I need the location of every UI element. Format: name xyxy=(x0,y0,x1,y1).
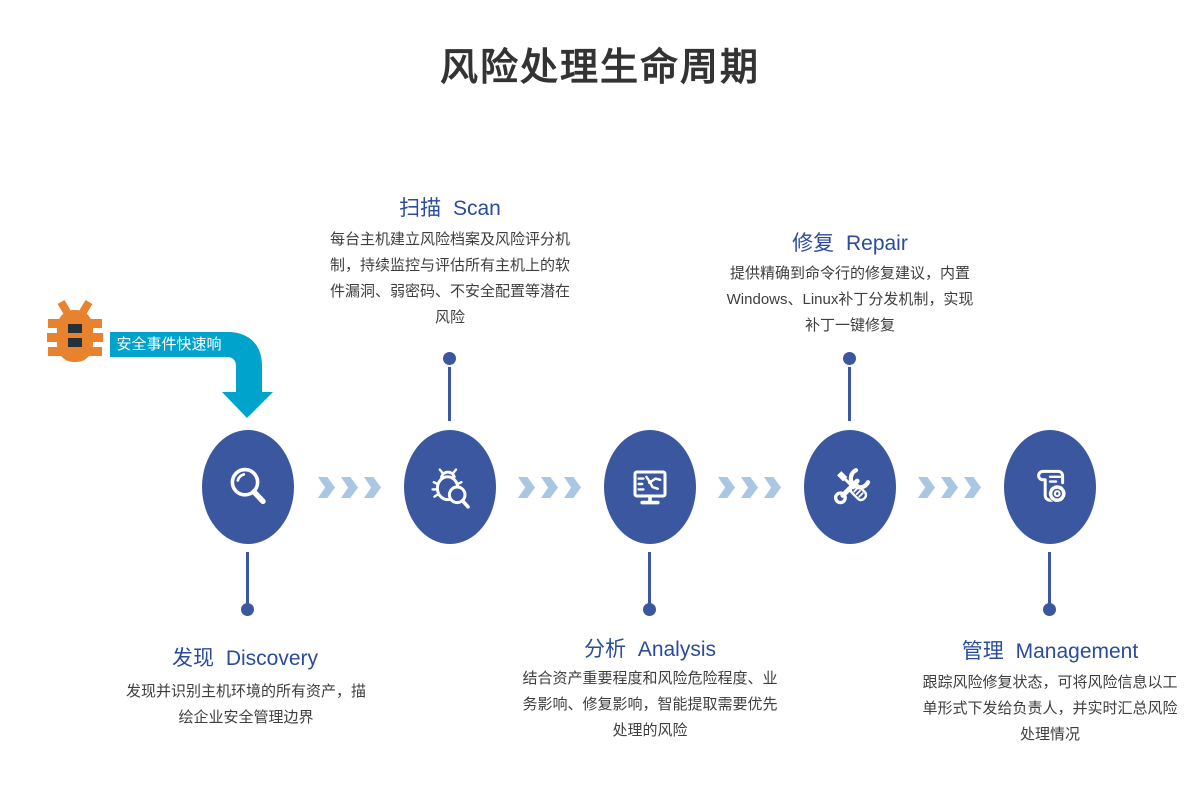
connector-dot xyxy=(443,352,456,365)
bug-icon xyxy=(44,299,106,373)
bug-icon-svg xyxy=(47,299,103,362)
connector-line xyxy=(1048,552,1051,604)
chevron-right-icon xyxy=(518,477,535,498)
magnifier-icon xyxy=(230,467,266,505)
connector-dot xyxy=(241,603,254,616)
connector-line xyxy=(448,367,451,421)
chevron-right-icon xyxy=(918,477,935,498)
stage-title-discovery: 发现 Discovery xyxy=(171,647,319,670)
stage-title-repair: 修复 Repair xyxy=(792,232,908,255)
flow-arrows xyxy=(718,477,781,498)
stage-desc-analysis: 结合资产重要程度和风险危险程度、业务影响、修复影响，智能提取需要优先处理的风险 xyxy=(522,670,778,739)
connector-line xyxy=(246,552,249,604)
tools-icon xyxy=(833,468,871,505)
flow-arrows xyxy=(518,477,581,498)
chevron-right-icon xyxy=(318,477,335,498)
stage-desc-discovery: 发现并识别主机环境的所有资产，描绘企业安全管理边界 xyxy=(126,683,367,726)
flow-arrows xyxy=(918,477,981,498)
curved-down-arrow-icon xyxy=(222,332,273,418)
chevron-right-icon xyxy=(764,477,781,498)
stage-node-discovery xyxy=(202,430,294,544)
connector-dot xyxy=(843,352,856,365)
stage-node-scan xyxy=(404,430,496,544)
connector-line xyxy=(848,367,851,421)
chevron-right-icon xyxy=(964,477,981,498)
bug-scan-icon xyxy=(431,468,470,509)
flow-arrows xyxy=(318,477,381,498)
chevron-right-icon xyxy=(718,477,735,498)
chevron-right-icon xyxy=(341,477,358,498)
stage-node-analysis xyxy=(604,430,696,544)
monitor-analysis-icon xyxy=(633,470,667,505)
stage-desc-management: 跟踪风险修复状态，可将风险信息以工单形式下发给负责人，并实时汇总风险处理情况 xyxy=(922,674,1178,743)
stage-node-management xyxy=(1004,430,1096,544)
document-gear-icon xyxy=(1037,469,1067,503)
stage-title-management: 管理 Management xyxy=(961,640,1139,663)
connector-line xyxy=(648,552,651,604)
chevron-right-icon xyxy=(741,477,758,498)
stage-node-repair xyxy=(804,430,896,544)
stage-title-analysis: 分析 Analysis xyxy=(583,638,717,661)
connector-dot xyxy=(643,603,656,616)
connector-dot xyxy=(1043,603,1056,616)
chevron-right-icon xyxy=(564,477,581,498)
chevron-right-icon xyxy=(941,477,958,498)
page-title: 风险处理生命周期 xyxy=(439,47,760,89)
stage-title-scan: 扫描 Scan xyxy=(399,197,501,220)
chevron-right-icon xyxy=(364,477,381,498)
stage-desc-repair: 提供精确到命令行的修复建议，内置Windows、Linux补丁分发机制，实现补丁… xyxy=(726,265,974,334)
security-event-callout: 安全事件快速响应 xyxy=(110,332,228,378)
stage-desc-scan: 每台主机建立风险档案及风险评分机制，持续监控与评估所有主机上的软件漏洞、弱密码、… xyxy=(330,231,571,326)
chevron-right-icon xyxy=(541,477,558,498)
